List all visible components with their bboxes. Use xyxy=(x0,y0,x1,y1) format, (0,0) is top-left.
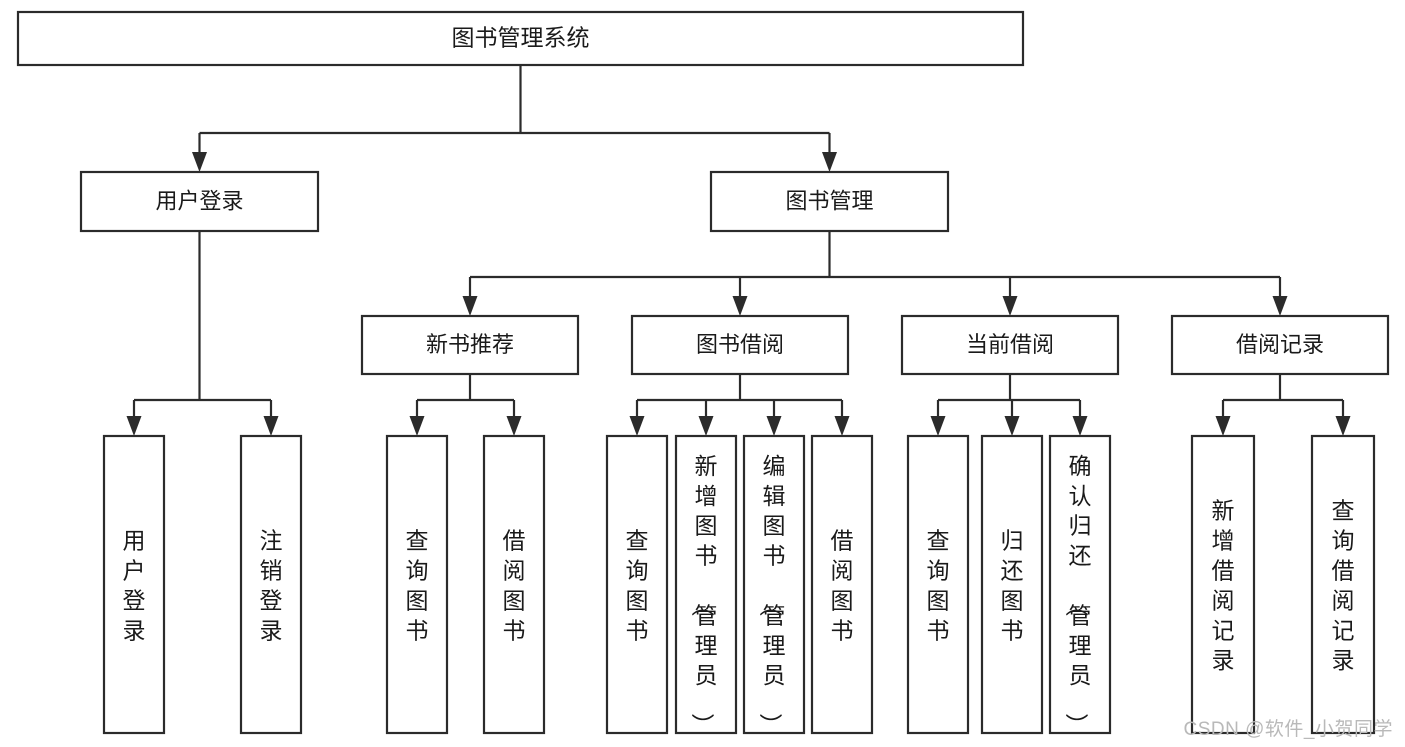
node-leaf-borrow-book[interactable]: 借阅图书 xyxy=(810,434,874,735)
node-root[interactable]: 图书管理系统 xyxy=(16,10,1025,67)
node-user-login[interactable]: 用户登录 xyxy=(79,170,320,233)
node-leaf-add-borrow-record[interactable]: 新增借阅记录 xyxy=(1190,434,1256,735)
arrow-head-icon xyxy=(629,416,645,436)
node-box[interactable] xyxy=(906,434,970,735)
watermark-text: CSDN @软件_小贺同学 xyxy=(1183,719,1393,740)
node-label: 新增图书（管理员） xyxy=(690,453,718,736)
node-label: 图书借阅 xyxy=(696,332,784,357)
arrow-head-icon xyxy=(192,152,207,172)
node-label: 借阅图书 xyxy=(503,528,526,644)
node-label: 用户登录 xyxy=(123,528,146,644)
node-box[interactable] xyxy=(1310,434,1376,735)
node-leaf-logout-login[interactable]: 注销登录 xyxy=(239,434,303,735)
node-box[interactable] xyxy=(16,10,1025,67)
arrow-head-icon xyxy=(1335,416,1351,436)
node-box[interactable] xyxy=(79,170,320,233)
arrow-head-icon xyxy=(409,416,425,436)
edge-group-root xyxy=(192,65,837,172)
node-label: 借阅图书 xyxy=(831,528,854,644)
node-label: 注销登录 xyxy=(260,528,283,644)
node-label: 图书管理 xyxy=(785,188,873,213)
arrow-head-icon xyxy=(930,416,946,436)
node-leaf-edit-book-admin[interactable]: 编辑图书（管理员） xyxy=(742,434,806,736)
node-box[interactable] xyxy=(1170,314,1390,376)
edge-group-user-login xyxy=(126,231,279,436)
node-box[interactable] xyxy=(360,314,580,376)
edge-group-book-borrow xyxy=(629,374,850,436)
arrow-head-icon xyxy=(698,416,714,436)
node-leaf-query-borrow-record[interactable]: 查询借阅记录 xyxy=(1310,434,1376,735)
node-box[interactable] xyxy=(605,434,669,735)
arrow-head-icon xyxy=(1004,416,1020,436)
node-label: 借阅记录 xyxy=(1236,332,1324,357)
node-borrow-record[interactable]: 借阅记录 xyxy=(1170,314,1390,376)
arrow-head-icon xyxy=(834,416,850,436)
node-label: 编辑图书（管理员） xyxy=(758,453,786,736)
node-leaf-query-book-recommend[interactable]: 查询图书 xyxy=(385,434,449,735)
node-label: 当前借阅 xyxy=(966,332,1054,357)
node-leaf-add-book-admin[interactable]: 新增图书（管理员） xyxy=(674,434,738,736)
node-label: 归还图书 xyxy=(1001,528,1024,644)
arrow-head-icon xyxy=(1072,416,1088,436)
node-label: 查询图书 xyxy=(927,528,950,644)
node-book-borrow[interactable]: 图书借阅 xyxy=(630,314,850,376)
edge-group-book-manage xyxy=(462,231,1288,316)
node-box[interactable] xyxy=(674,434,738,735)
node-box[interactable] xyxy=(239,434,303,735)
node-box[interactable] xyxy=(742,434,806,735)
arrow-head-icon xyxy=(732,296,748,316)
edge-group-current-borrow xyxy=(930,374,1088,436)
node-leaf-query-book-borrow[interactable]: 查询图书 xyxy=(605,434,669,735)
nodes-layer: 图书管理系统用户登录图书管理新书推荐图书借阅当前借阅借阅记录用户登录注销登录查询… xyxy=(16,10,1390,736)
node-label: 用户登录 xyxy=(155,188,243,213)
node-label: 查询图书 xyxy=(406,528,429,644)
node-book-manage[interactable]: 图书管理 xyxy=(709,170,950,233)
arrow-head-icon xyxy=(263,416,279,436)
node-box[interactable] xyxy=(385,434,449,735)
node-box[interactable] xyxy=(1048,434,1112,735)
node-label: 新增借阅记录 xyxy=(1212,498,1235,674)
node-leaf-query-book-current[interactable]: 查询图书 xyxy=(906,434,970,735)
node-box[interactable] xyxy=(102,434,166,735)
arrow-head-icon xyxy=(822,152,837,172)
edge-group-new-book-recommend xyxy=(409,374,522,436)
node-current-borrow[interactable]: 当前借阅 xyxy=(900,314,1120,376)
arrow-head-icon xyxy=(1272,296,1288,316)
node-leaf-confirm-return-admin[interactable]: 确认归还（管理员） xyxy=(1048,434,1112,736)
node-leaf-user-login[interactable]: 用户登录 xyxy=(102,434,166,735)
node-box[interactable] xyxy=(810,434,874,735)
node-box[interactable] xyxy=(980,434,1044,735)
node-box[interactable] xyxy=(900,314,1120,376)
node-box[interactable] xyxy=(709,170,950,233)
node-label: 确认归还（管理员） xyxy=(1064,453,1092,736)
node-label: 图书管理系统 xyxy=(452,25,590,51)
node-box[interactable] xyxy=(482,434,546,735)
node-leaf-borrow-book-recommend[interactable]: 借阅图书 xyxy=(482,434,546,735)
arrow-head-icon xyxy=(1002,296,1018,316)
node-new-book-recommend[interactable]: 新书推荐 xyxy=(360,314,580,376)
node-box[interactable] xyxy=(1190,434,1256,735)
node-label: 查询图书 xyxy=(626,528,649,644)
arrow-head-icon xyxy=(506,416,522,436)
edges-layer xyxy=(126,65,1351,436)
node-label: 新书推荐 xyxy=(426,332,514,357)
arrow-head-icon xyxy=(462,296,478,316)
arrow-head-icon xyxy=(1215,416,1231,436)
node-leaf-return-book[interactable]: 归还图书 xyxy=(980,434,1044,735)
node-label: 查询借阅记录 xyxy=(1332,498,1355,674)
node-box[interactable] xyxy=(630,314,850,376)
arrow-head-icon xyxy=(126,416,142,436)
edge-group-borrow-record xyxy=(1215,374,1351,436)
arrow-head-icon xyxy=(766,416,782,436)
